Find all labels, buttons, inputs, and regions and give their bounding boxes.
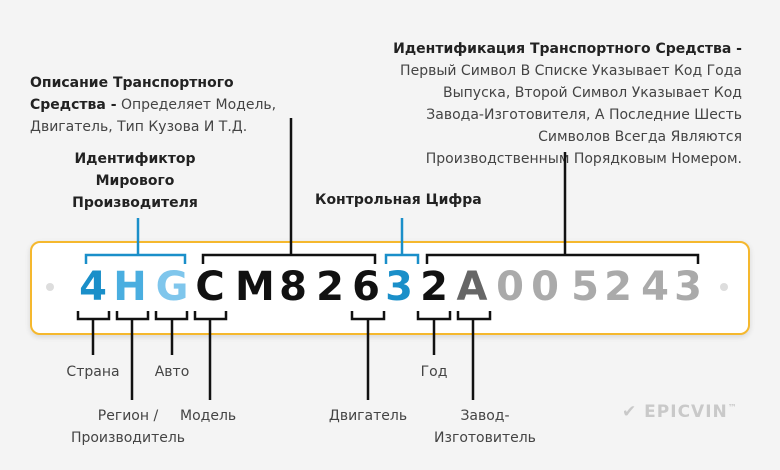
vin-char: 3 — [674, 264, 702, 310]
region-label: Регион / Производитель — [58, 405, 198, 449]
vis-line: Символов Всегда Являются — [538, 129, 742, 145]
plate-dot — [720, 283, 728, 291]
vin-char: G — [155, 264, 189, 310]
year-label: Год — [420, 364, 448, 380]
region-bracket — [115, 311, 150, 400]
vin-char: 2 — [420, 264, 448, 310]
vin-char: 0 — [496, 264, 524, 310]
vis-line: Завода-Изготовителя, А Последние Шесть — [426, 107, 742, 123]
plant-bracket — [456, 311, 492, 400]
country-label: Страна — [66, 364, 120, 380]
vis-line: Первый Символ В Списке Указывает Код Год… — [400, 63, 742, 79]
vds-bracket — [201, 118, 377, 264]
wmi-line: Мирового — [95, 173, 175, 189]
vin-char: 6 — [352, 264, 380, 310]
wmi-description: Идентификтор Мирового Производителя — [55, 148, 215, 214]
epicvin-logo: ✔ EPICVIN™ — [622, 402, 738, 422]
vds-title: Описание Транспортного — [30, 75, 234, 91]
vin-char: C — [195, 264, 225, 310]
engine-bracket — [350, 311, 386, 400]
vds-description: Описание Транспортного Средства - Опреде… — [30, 72, 330, 138]
wmi-line: Идентификтор — [74, 151, 196, 167]
vin-char: M — [235, 264, 275, 310]
vin-char: 2 — [604, 264, 632, 310]
check-bracket — [384, 218, 420, 264]
model-label: Модель — [180, 408, 237, 424]
logo-tm: ™ — [727, 403, 738, 414]
vin-plate — [30, 241, 750, 335]
vin-char: 4 — [79, 264, 107, 310]
shield-check-icon: ✔ — [622, 402, 638, 422]
vis-line: Выпуска, Второй Символ Указывает Код — [442, 85, 742, 101]
check-digit-label: Контрольная Цифра — [315, 192, 482, 208]
vin-char: 5 — [571, 264, 599, 310]
vin-char: 8 — [279, 264, 307, 310]
region-line: Производитель — [70, 430, 186, 446]
wmi-line: Производителя — [72, 195, 198, 211]
vis-description: Идентификация Транспортного Средства - П… — [330, 38, 742, 170]
plant-line: Изготовитель — [434, 430, 536, 446]
region-line: Регион / — [97, 408, 159, 424]
vin-char: A — [456, 264, 488, 310]
vds-line: Двигатель, Тип Кузова И Т.Д. — [30, 119, 248, 135]
vds-title-2: Средства - — [30, 97, 117, 113]
vis-line: Производственным Порядковым Номером. — [425, 151, 742, 167]
auto-label: Авто — [154, 364, 190, 380]
engine-label: Двигатель — [328, 408, 408, 424]
model-bracket — [193, 311, 228, 400]
vin-char: 0 — [531, 264, 559, 310]
vds-line: Определяет Модель, — [116, 97, 277, 113]
plant-line: Завод- — [460, 408, 510, 424]
plant-label: Завод- Изготовитель — [425, 405, 545, 449]
vin-char: 2 — [316, 264, 344, 310]
auto-bracket — [154, 311, 189, 355]
year-bracket — [416, 311, 452, 355]
vis-title: Идентификация Транспортного Средства - — [393, 41, 742, 57]
logo-text: EPICVIN — [644, 402, 728, 422]
plate-dot — [46, 283, 54, 291]
vin-char: 3 — [385, 264, 413, 310]
vin-char: 4 — [641, 264, 669, 310]
country-bracket — [76, 311, 111, 355]
vis-bracket — [425, 152, 700, 264]
vin-char: H — [113, 264, 147, 310]
wmi-bracket — [84, 218, 187, 264]
